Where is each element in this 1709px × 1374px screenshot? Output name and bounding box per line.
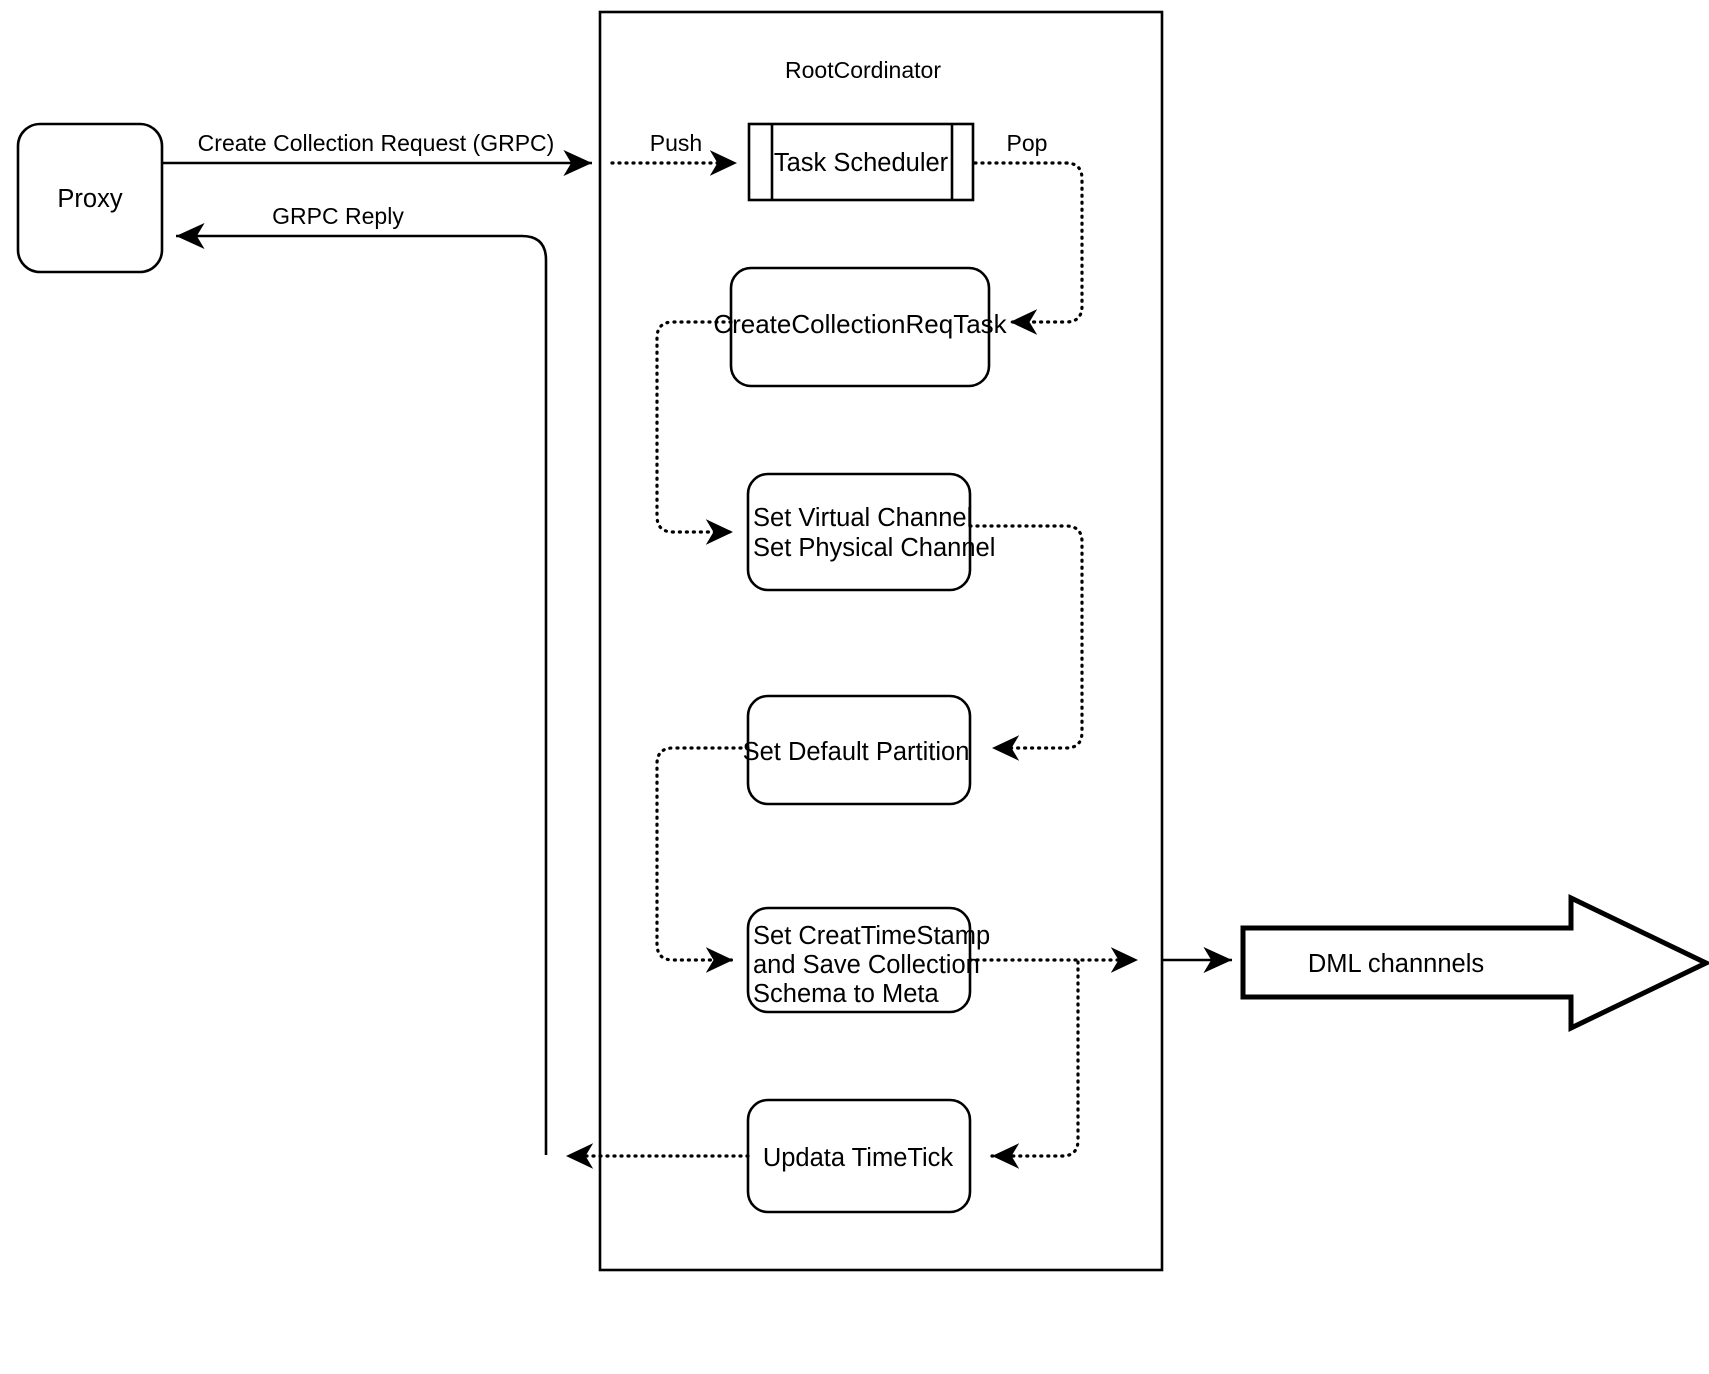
set-channels-node[interactable] xyxy=(746,472,972,592)
edge-set-channels-to-default-partition xyxy=(968,524,1084,761)
create-collection-req-task-node[interactable] xyxy=(729,266,991,388)
edge-pop xyxy=(973,161,1084,335)
edge-label-pop: Pop xyxy=(1007,130,1048,156)
set-timestamp-save-meta-label-line1: Set CreatTimeStamp xyxy=(753,922,990,950)
edge-label-push: Push xyxy=(650,130,702,156)
task-scheduler-node[interactable] xyxy=(747,122,975,202)
set-timestamp-save-meta-label-line2: and Save Collection xyxy=(753,951,980,979)
update-timetick-label: Updata TimeTick xyxy=(763,1144,954,1172)
edge-label-grpc-reply: GRPC Reply xyxy=(272,203,404,229)
edge-timestamp-to-timetick xyxy=(990,960,1080,1169)
edge-task-to-set-channels xyxy=(655,320,735,545)
task-scheduler-label: Task Scheduler xyxy=(774,149,949,177)
edge-default-partition-to-timestamp xyxy=(655,746,750,973)
dml-channels-node[interactable] xyxy=(1240,894,1709,1032)
proxy-node[interactable] xyxy=(16,122,164,274)
proxy-node-label: Proxy xyxy=(57,185,122,213)
set-default-partition-label: Set Default Partition xyxy=(743,738,970,766)
edge-label-create-collection-request: Create Collection Request (GRPC) xyxy=(198,130,555,156)
set-timestamp-save-meta-label-line3: Schema to Meta xyxy=(753,980,939,1008)
dml-channels-label: DML channnels xyxy=(1308,950,1484,978)
create-collection-req-task-label: CreateCollectionReqTask xyxy=(713,309,1007,339)
set-default-partition-node[interactable] xyxy=(746,694,972,806)
set-channels-label-line1: Set Virtual Channel xyxy=(753,504,972,532)
rootcoordinator-container xyxy=(598,10,1164,1272)
edge-grpc-reply xyxy=(176,223,548,1155)
set-channels-label-line2: Set Physical Channel xyxy=(753,534,995,562)
rootcoordinator-title: RootCordinator xyxy=(785,57,941,83)
